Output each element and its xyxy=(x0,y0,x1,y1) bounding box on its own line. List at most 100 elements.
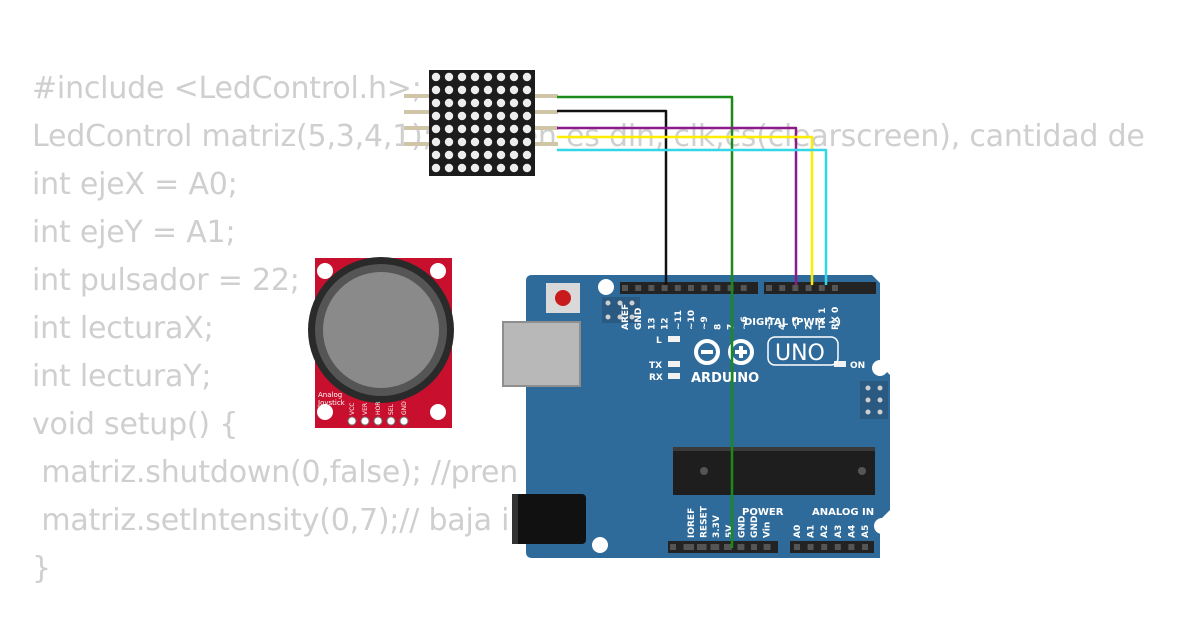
matrix-pin-leads xyxy=(404,94,558,146)
joystick-knob[interactable] xyxy=(323,272,439,388)
digital-pin[interactable] xyxy=(805,285,812,291)
joystick-pin[interactable] xyxy=(347,416,357,426)
digital-pin[interactable] xyxy=(740,285,747,291)
analog-pin[interactable] xyxy=(848,544,855,550)
matrix-led xyxy=(496,124,506,134)
digital-pin-label: RX 0 xyxy=(831,307,841,330)
code-line: int ejeX = A0; xyxy=(32,167,238,202)
matrix-led xyxy=(457,137,467,147)
matrix-led xyxy=(496,163,506,173)
matrix-led xyxy=(483,150,493,160)
digital-pin[interactable] xyxy=(635,285,642,291)
digital-pin[interactable] xyxy=(674,285,681,291)
matrix-led xyxy=(470,137,480,147)
matrix-led xyxy=(444,163,454,173)
matrix-led xyxy=(431,137,441,147)
power-header-slot[interactable] xyxy=(697,544,703,550)
power-header-slot[interactable] xyxy=(737,544,744,550)
power-pin-label: Vin xyxy=(763,522,773,538)
digital-pin[interactable] xyxy=(701,285,708,291)
matrix-led xyxy=(431,150,441,160)
analog-header-label: ANALOG IN xyxy=(812,507,874,518)
icsp-header xyxy=(602,297,640,323)
matrix-leds xyxy=(431,72,532,173)
digital-pin[interactable] xyxy=(818,285,825,291)
analog-pin[interactable] xyxy=(794,544,800,550)
matrix-led xyxy=(483,111,493,121)
matrix-led xyxy=(431,72,441,82)
code-line: matriz.setIntensity(0,7);// baja in xyxy=(32,503,529,538)
analog-pin-label: A0 xyxy=(793,525,803,538)
svg-text:L: L xyxy=(656,336,662,346)
power-header-slot[interactable] xyxy=(683,544,690,550)
matrix-led xyxy=(470,150,480,160)
matrix-led xyxy=(457,72,467,82)
matrix-led xyxy=(470,98,480,108)
power-pin-label: 3.3V xyxy=(712,515,722,538)
joystick-label-2: Joystick xyxy=(317,399,346,407)
matrix-led xyxy=(509,163,519,173)
power-pin[interactable] xyxy=(688,544,694,550)
matrix-led xyxy=(522,98,532,108)
joystick-pin-label: VCC xyxy=(349,403,356,415)
matrix-led xyxy=(496,98,506,108)
status-leds: L TX RX ON xyxy=(649,336,865,383)
matrix-led xyxy=(496,85,506,95)
digital-pin[interactable] xyxy=(832,285,838,291)
power-pin[interactable] xyxy=(700,544,707,550)
digital-pin[interactable] xyxy=(622,285,628,291)
digital-pin[interactable] xyxy=(688,285,694,291)
digital-pin-header[interactable] xyxy=(620,282,876,294)
analog-pin[interactable] xyxy=(807,544,814,550)
led-matrix-8x8[interactable] xyxy=(404,70,558,176)
joystick-pin-label: HOR xyxy=(375,402,382,415)
matrix-led xyxy=(509,150,519,160)
joystick-pin[interactable] xyxy=(373,416,383,426)
digital-pin-label: AREF xyxy=(621,304,631,330)
digital-pin-label: ~6 xyxy=(740,316,750,330)
analog-pin[interactable] xyxy=(862,544,868,550)
matrix-led xyxy=(522,72,532,82)
analog-pin[interactable] xyxy=(834,544,841,550)
power-pin-header[interactable] xyxy=(668,541,778,553)
analog-pin-header[interactable] xyxy=(790,541,874,553)
arduino-brand: ARDUINO xyxy=(691,371,759,386)
matrix-led xyxy=(431,98,441,108)
digital-pin[interactable] xyxy=(779,285,786,291)
matrix-led xyxy=(522,163,532,173)
joystick-pin[interactable] xyxy=(386,416,396,426)
digital-pin[interactable] xyxy=(766,285,772,291)
matrix-led xyxy=(457,124,467,134)
joystick-label-1: Analog xyxy=(318,391,342,399)
joystick-pin[interactable] xyxy=(360,416,370,426)
power-header-slot[interactable] xyxy=(724,544,730,550)
power-header-slot[interactable] xyxy=(710,544,717,550)
digital-pin-label: ~9 xyxy=(700,316,710,330)
digital-pin[interactable] xyxy=(648,285,655,291)
matrix-led xyxy=(509,124,519,134)
matrix-led xyxy=(431,163,441,173)
matrix-led xyxy=(457,85,467,95)
power-header-slot[interactable] xyxy=(670,544,676,550)
on-label: ON xyxy=(850,361,865,371)
digital-pin[interactable] xyxy=(661,285,668,291)
code-line: int lecturaX; xyxy=(32,311,214,346)
joystick-pin[interactable] xyxy=(399,416,409,426)
digital-pin[interactable] xyxy=(792,285,799,291)
matrix-led xyxy=(496,137,506,147)
wire-cyan xyxy=(557,148,828,285)
matrix-led xyxy=(444,150,454,160)
analog-pin[interactable] xyxy=(821,544,828,550)
digital-pin-label: 12 xyxy=(661,317,671,330)
digital-pin[interactable] xyxy=(714,285,721,291)
power-header-slot[interactable] xyxy=(764,544,771,550)
digital-pin[interactable] xyxy=(727,285,734,291)
power-header-slot[interactable] xyxy=(751,544,757,550)
matrix-led xyxy=(470,85,480,95)
analog-pin-label: A5 xyxy=(861,525,871,538)
